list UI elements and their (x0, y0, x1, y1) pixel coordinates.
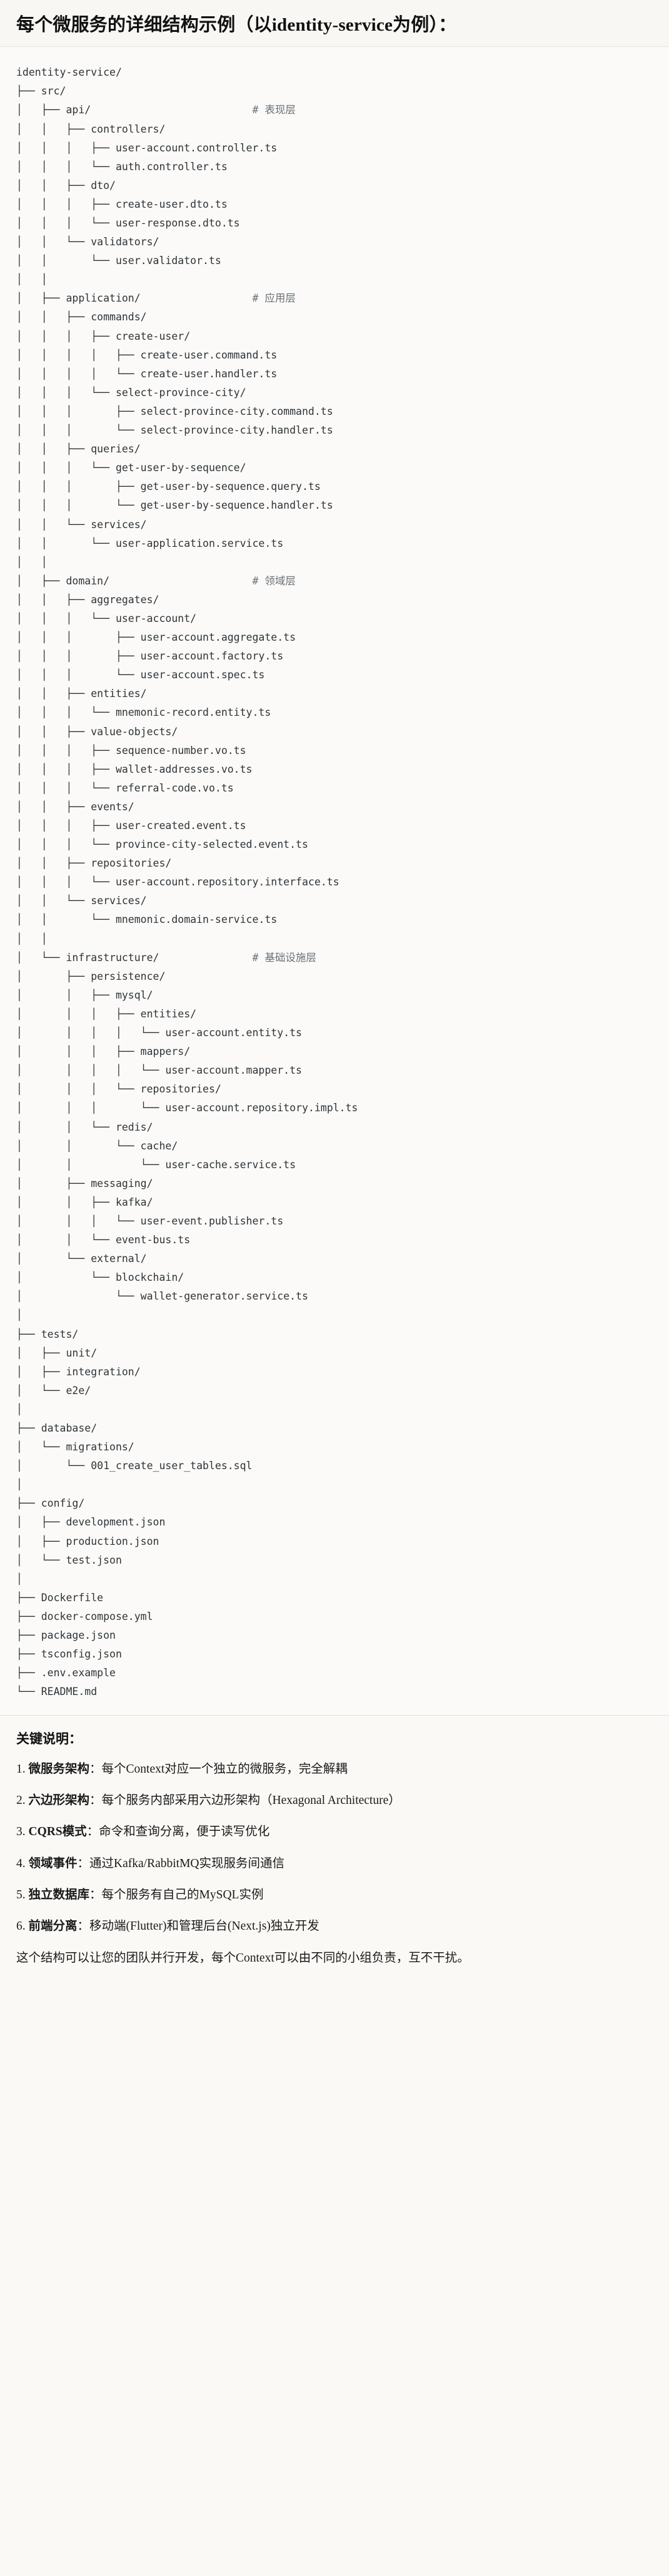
tree-layer-comment: # 应用层 (252, 292, 296, 305)
key-note-number: 3. (16, 1825, 29, 1839)
key-note-item: 5. 独立数据库：每个服务有自己的MySQL实例 (16, 1886, 653, 1904)
page-root: 每个微服务的详细结构示例（以identity-service为例）： ident… (0, 0, 669, 1984)
key-note-term: CQRS模式 (28, 1825, 87, 1839)
directory-tree-block: identity-service/ ├── src/ │ ├── api/ # … (0, 47, 669, 1716)
page-header: 每个微服务的详细结构示例（以identity-service为例）： (0, 0, 669, 48)
key-note-item: 1. 微服务架构：每个Context对应一个独立的微服务，完全解耦 (16, 1761, 653, 1778)
key-note-description: 每个服务内部采用六边形架构（Hexagonal Architecture） (101, 1793, 401, 1807)
key-note-description: 每个Context对应一个独立的微服务，完全解耦 (101, 1762, 348, 1776)
tree-layer-comment: # 表现层 (252, 104, 296, 116)
page-title: 每个微服务的详细结构示例（以identity-service为例）： (16, 15, 457, 35)
key-note-term: 领域事件 (28, 1856, 78, 1870)
key-note-item: 3. CQRS模式：命令和查询分离，便于读写优化 (16, 1823, 653, 1841)
key-note-separator: ： (77, 1856, 90, 1870)
directory-tree: identity-service/ ├── src/ │ ├── api/ # … (16, 66, 358, 1698)
closing-statement: 这个结构可以让您的团队并行开发，每个Context可以由不同的小组负责，互不干扰… (16, 1952, 470, 1965)
section-divider (0, 1715, 669, 1716)
key-note-number: 5. (16, 1888, 29, 1901)
key-note-term: 独立数据库 (28, 1888, 90, 1901)
tree-layer-comment: # 基础设施层 (252, 951, 316, 964)
key-note-separator: ： (89, 1793, 102, 1807)
key-note-item: 4. 领域事件：通过Kafka/RabbitMQ实现服务间通信 (16, 1855, 653, 1873)
key-note-separator: ： (77, 1920, 90, 1933)
key-note-number: 6. (16, 1920, 29, 1933)
key-notes-heading: 关键说明： (16, 1731, 82, 1747)
key-note-number: 4. (16, 1856, 29, 1870)
key-note-description: 通过Kafka/RabbitMQ实现服务间通信 (89, 1856, 285, 1870)
key-note-term: 前端分离 (28, 1920, 78, 1933)
key-note-separator: ： (89, 1762, 102, 1776)
key-note-separator: ： (89, 1888, 102, 1901)
tree-layer-comment: # 领域层 (252, 574, 296, 587)
key-note-term: 微服务架构 (28, 1762, 90, 1776)
key-note-description: 每个服务有自己的MySQL实例 (101, 1888, 264, 1901)
key-note-separator: ： (86, 1825, 99, 1839)
key-note-description: 命令和查询分离，便于读写优化 (99, 1825, 270, 1839)
key-note-term: 六边形架构 (28, 1793, 90, 1807)
key-note-number: 1. (16, 1762, 29, 1776)
key-note-number: 2. (16, 1793, 29, 1807)
key-note-description: 移动端(Flutter)和管理后台(Next.js)独立开发 (89, 1920, 319, 1933)
key-note-item: 2. 六边形架构：每个服务内部采用六边形架构（Hexagonal Archite… (16, 1792, 653, 1810)
key-note-item: 6. 前端分离：移动端(Flutter)和管理后台(Next.js)独立开发 (16, 1918, 653, 1935)
